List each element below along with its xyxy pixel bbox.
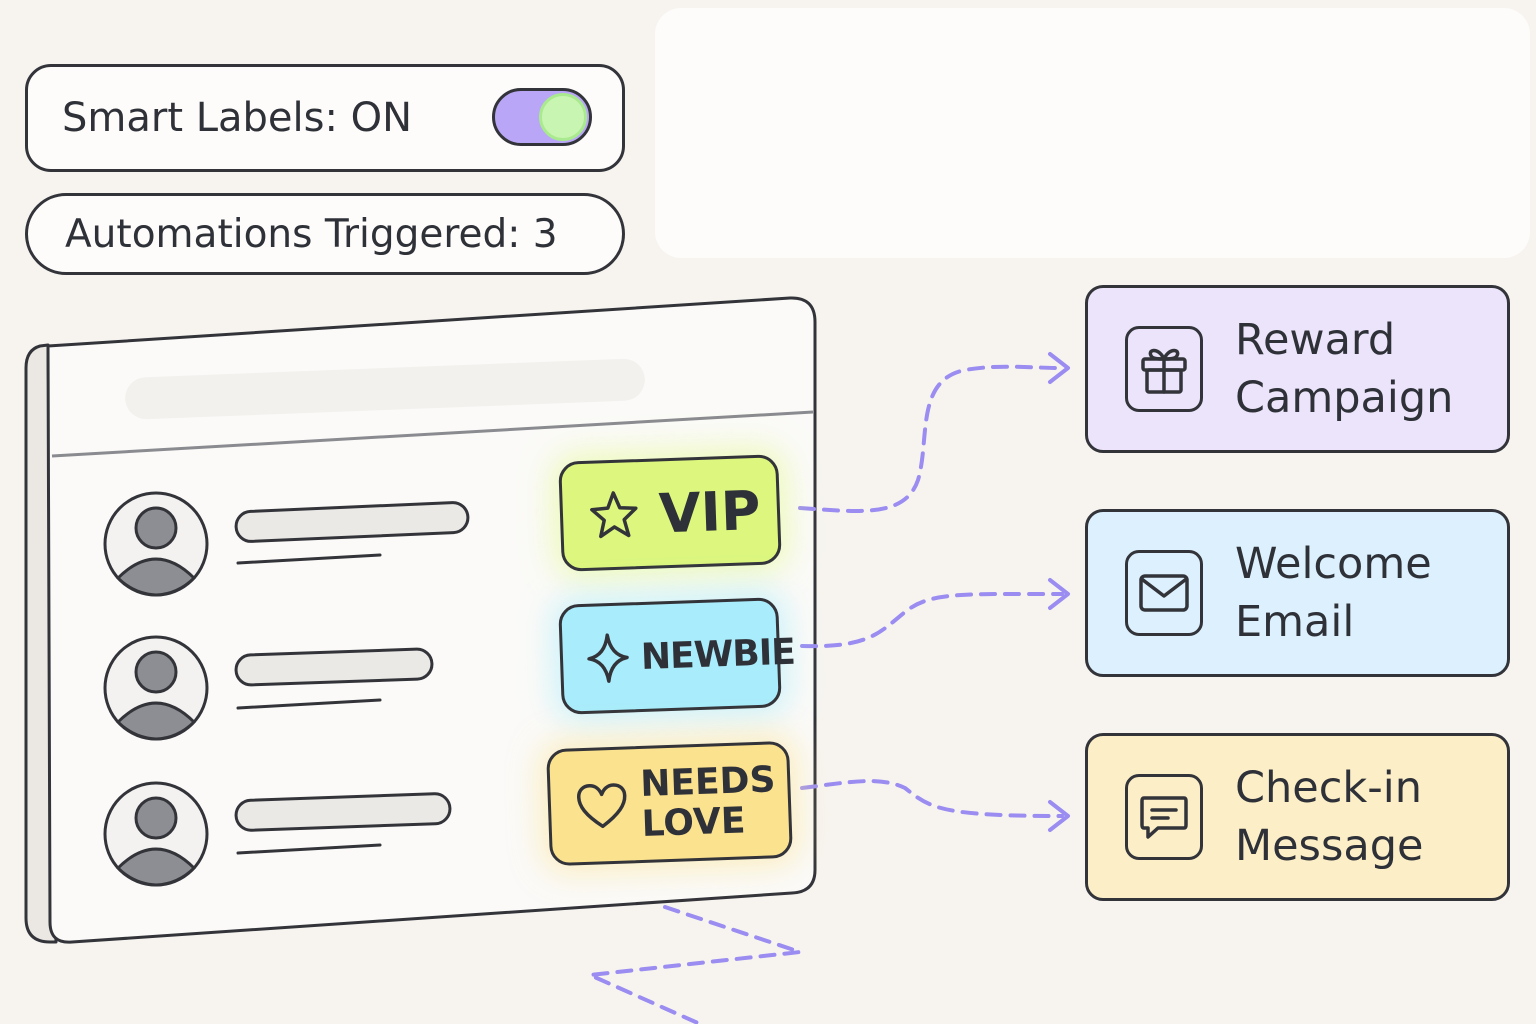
gift-icon: [1141, 348, 1187, 394]
sparkle-icon: [587, 633, 629, 683]
gift-icon-box: [1125, 326, 1203, 412]
contact-row[interactable]: [103, 491, 470, 597]
smart-labels-text: Smart Labels: ON: [62, 95, 413, 141]
heart-icon: [576, 782, 627, 828]
action-checkin-label: Check-in Message: [1235, 763, 1424, 871]
envelope-icon-box: [1125, 550, 1203, 636]
action-reward-campaign[interactable]: Reward Campaign: [1085, 285, 1510, 453]
toggle-knob: [539, 93, 587, 141]
avatar: [103, 781, 209, 887]
arrowhead-checkin: [1048, 800, 1070, 832]
contact-row[interactable]: [103, 781, 452, 887]
avatar: [103, 491, 209, 597]
envelope-icon: [1139, 574, 1189, 612]
action-welcome-email[interactable]: Welcome Email: [1085, 509, 1510, 677]
automations-triggered-badge: Automations Triggered: 3: [25, 193, 625, 275]
connector-newbie: [800, 591, 1064, 649]
arrowhead-welcome: [1048, 578, 1070, 610]
arrowhead-reward: [1048, 352, 1070, 384]
star-icon: [590, 491, 638, 539]
automations-triggered-text: Automations Triggered: 3: [65, 211, 558, 257]
contact-row[interactable]: [103, 635, 434, 741]
background-panel: [655, 8, 1530, 258]
action-welcome-label: Welcome Email: [1235, 539, 1432, 647]
label-needs-love-text: NEEDS LOVE: [639, 758, 777, 845]
label-newbie-text: NEWBIE: [640, 631, 796, 678]
smart-labels-toggle[interactable]: [492, 88, 592, 146]
message-icon-box: [1125, 774, 1203, 860]
connector-love: [800, 779, 1064, 818]
label-vip-text: VIP: [657, 478, 762, 545]
connector-vip: [798, 364, 1064, 513]
label-vip[interactable]: VIP: [558, 454, 782, 572]
label-newbie[interactable]: NEWBIE: [558, 597, 795, 715]
label-needs-love[interactable]: NEEDS LOVE: [546, 740, 793, 867]
message-icon: [1140, 796, 1188, 839]
action-checkin-message[interactable]: Check-in Message: [1085, 733, 1510, 901]
avatar: [103, 635, 209, 741]
action-reward-label: Reward Campaign: [1235, 315, 1454, 423]
